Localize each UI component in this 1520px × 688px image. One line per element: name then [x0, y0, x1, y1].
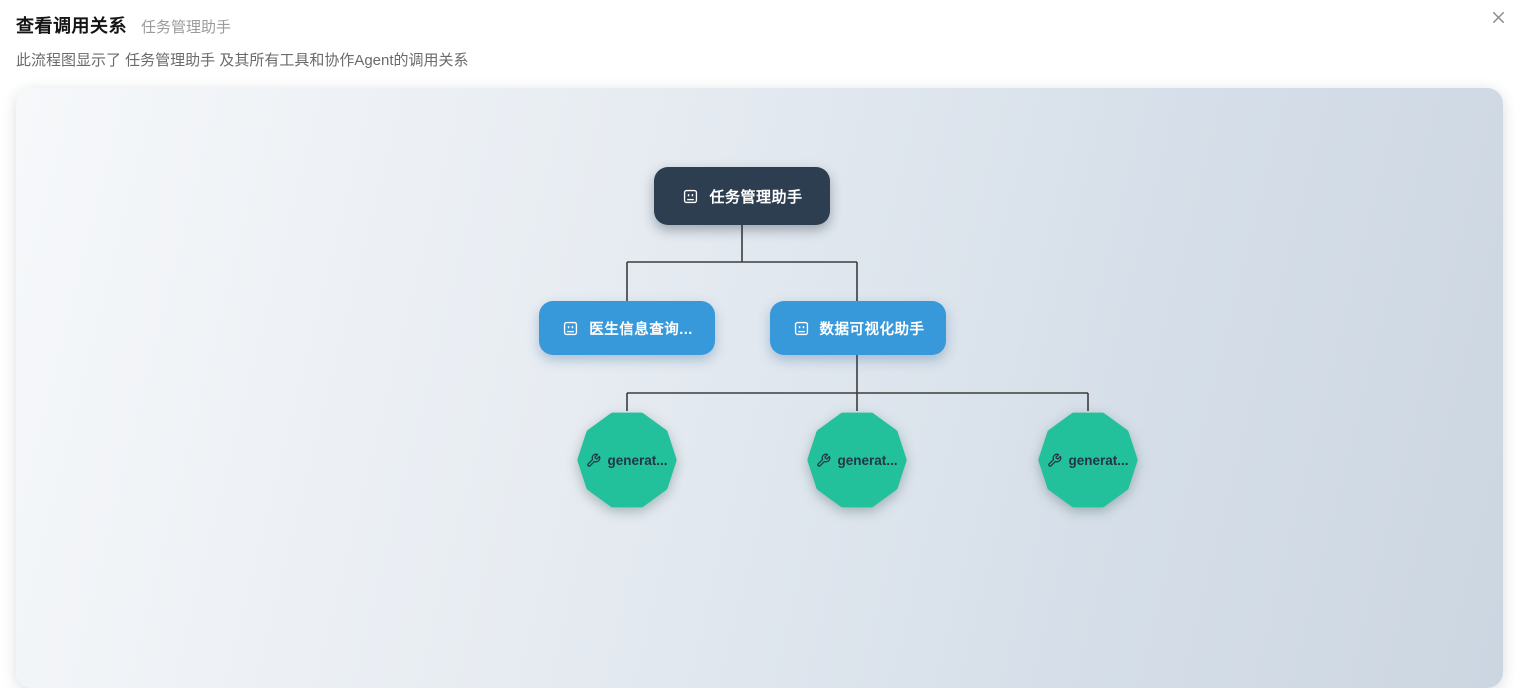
bot-icon — [681, 187, 700, 206]
flow-node-agent-doctor-info[interactable]: 医生信息查询... — [539, 301, 715, 355]
flow-node-root-agent[interactable]: 任务管理助手 — [654, 167, 830, 225]
wrench-icon — [1047, 453, 1062, 468]
flow-edges — [626, 225, 1089, 411]
tool-node-content: generat... — [575, 408, 679, 512]
node-label: 医生信息查询... — [589, 321, 693, 338]
dialog-header: 查看调用关系 任务管理助手 此流程图显示了 任务管理助手 及其所有工具和协作Ag… — [0, 0, 1520, 70]
flow-node-tool-2[interactable]: generat... — [805, 408, 909, 512]
flow-node-tool-1[interactable]: generat... — [575, 408, 679, 512]
dialog-description: 此流程图显示了 任务管理助手 及其所有工具和协作Agent的调用关系 — [16, 52, 469, 69]
wrench-icon — [816, 453, 831, 468]
dialog-subtitle: 任务管理助手 — [141, 19, 232, 36]
close-icon — [1489, 8, 1508, 30]
flow-canvas[interactable]: 任务管理助手 医生信息查询... 数据可视化助手 — [16, 88, 1503, 688]
close-button[interactable] — [1487, 8, 1509, 30]
title-row: 查看调用关系 任务管理助手 — [16, 12, 1504, 38]
wrench-icon — [586, 453, 601, 468]
node-label: generat... — [837, 452, 898, 468]
decagon-shape — [1038, 412, 1138, 508]
decagon-shape — [577, 412, 677, 508]
decagon-shape — [807, 412, 907, 508]
node-label: 任务管理助手 — [709, 188, 803, 206]
flow-node-agent-data-viz[interactable]: 数据可视化助手 — [770, 301, 946, 355]
flow-node-tool-3[interactable]: generat... — [1036, 408, 1140, 512]
tool-node-content: generat... — [805, 408, 909, 512]
node-label: generat... — [607, 452, 668, 468]
bot-icon — [792, 319, 811, 338]
dialog-title: 查看调用关系 — [16, 16, 127, 36]
node-label: generat... — [1068, 452, 1129, 468]
node-label: 数据可视化助手 — [819, 321, 925, 338]
tool-node-content: generat... — [1036, 408, 1140, 512]
bot-icon — [561, 319, 580, 338]
